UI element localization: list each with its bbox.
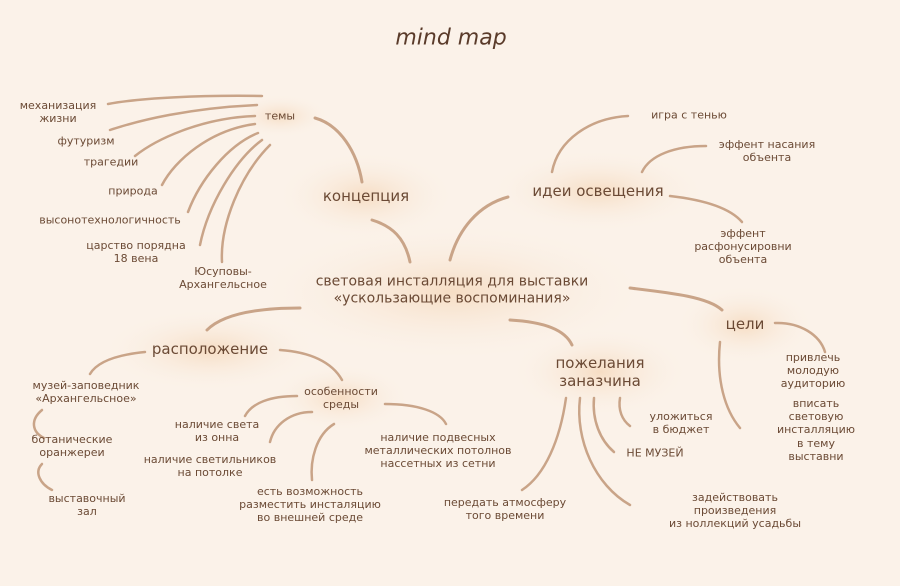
topic-item: Юсуповы- Архангельсное [179,264,267,291]
topic-item: трагедии [83,155,139,169]
location-hall: выставочный зал [48,491,126,518]
central-topic: световая инсталляция для выставки «ускол… [315,273,589,306]
wish-item: уложиться в бюджет [649,409,713,436]
feature-item: наличие света из онна [174,417,260,444]
topic-item: царство порядна 18 вена [86,238,186,265]
diagram-title: mind map [395,25,507,51]
location-features: особенности среды [304,384,378,411]
topic-item: механизация жизни [19,98,97,125]
lighting-item: эффент расфонусировни объента [694,227,792,267]
link-center-location [205,306,302,332]
wish-item: передать атмосферу того времени [443,495,567,522]
location-greenhouse: ботанические оранжереи [31,432,113,459]
link-center-wishes [508,318,574,347]
link-center-lighting [448,195,510,262]
link-center-goals [628,286,724,312]
feature-item: наличие светильников на потолке [143,452,277,479]
feature-item: есть возможность разместить инсталяцию в… [239,485,381,525]
link-concept-topics [313,116,364,184]
feature-item: наличие подвесных металлических потолнов… [364,431,512,471]
topic-item: природа [108,184,158,198]
lighting-item: игра с тенью [651,108,727,122]
lighting-item: эффент насания объента [718,137,816,164]
wish-item: задействовать произведения из ноллекций … [668,491,802,531]
goal-item: вписать световую инсталляцию в тему выст… [776,397,856,463]
branch-concept: концепция [322,187,410,205]
location-museum: музей-заповедник «Архангельсное» [32,378,140,405]
goal-item: привлечь молодую аудиторию [780,351,846,391]
branch-lighting: идеи освещения [532,182,664,200]
branch-wishes: пожелания заназчина [555,354,645,390]
branch-location: расположение [151,340,269,358]
wish-item: НЕ МУЗЕЙ [626,446,684,460]
topic-item: футуризм [57,134,115,148]
branch-goals: цели [725,315,765,333]
topic-item: высонотехнологичность [39,213,181,227]
concept-topics: темы [264,109,296,123]
link-center-concept [370,218,412,264]
